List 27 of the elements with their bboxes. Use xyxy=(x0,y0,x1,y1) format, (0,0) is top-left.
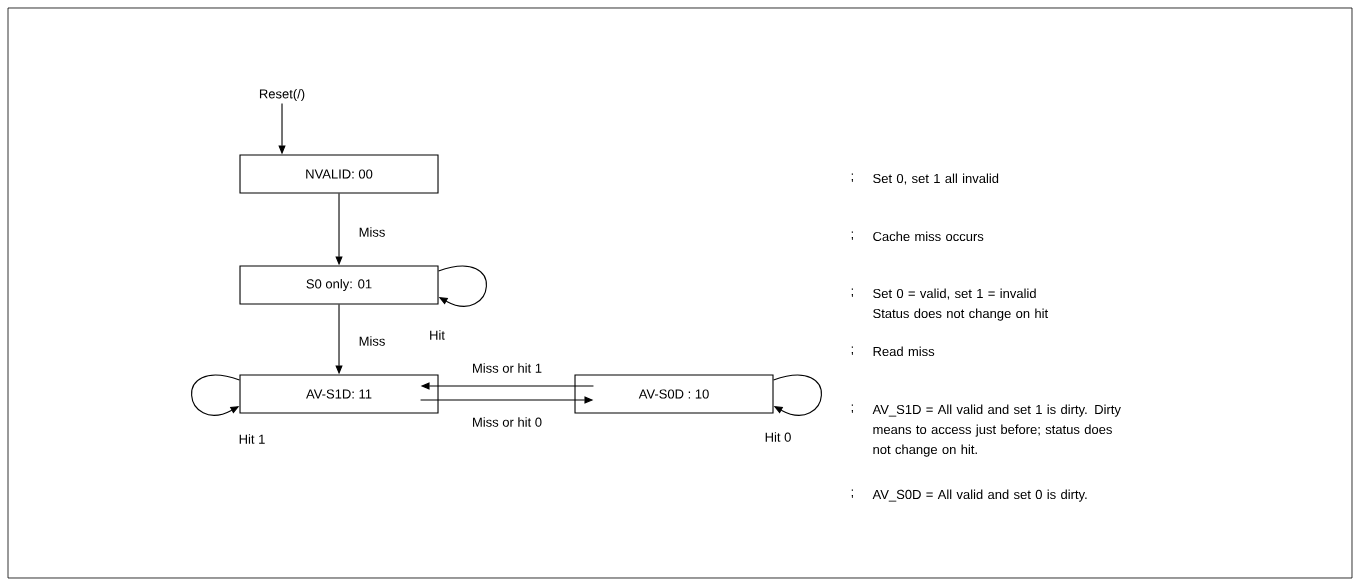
state-box: S0 only: 01 xyxy=(239,265,439,305)
arrow xyxy=(438,265,487,307)
note-text: ; xyxy=(851,231,853,241)
edge-label: Hit xyxy=(428,329,446,341)
note-text: ; xyxy=(851,404,853,414)
note-text: AV_S0D = All valid and set 0 is dirty. xyxy=(872,489,1087,502)
note-text: ; xyxy=(851,288,853,298)
arrow xyxy=(773,374,822,416)
note-text: ; xyxy=(851,346,853,356)
note-text: Set 0 = valid, set 1 = invalid Status does not change on hit xyxy=(873,288,1049,321)
start-label: Reset(/) xyxy=(259,88,305,102)
note-text: AV_S1D = All valid and set 1 is dirty. Dirty means to access just before; status does not change on hit. xyxy=(872,404,1121,457)
arrow xyxy=(191,374,240,416)
edge-label: Hit 1 xyxy=(237,433,267,445)
note-text: ; xyxy=(851,173,853,183)
state-box: AV-S1D: 11 xyxy=(239,374,439,414)
note-text: Set 0, set 1 all invalid xyxy=(873,173,999,185)
edge-label: Miss xyxy=(357,335,387,347)
edge-label: Miss xyxy=(357,226,387,238)
state-box: NVALID: 00 xyxy=(239,154,439,194)
edge-label: Hit 0 xyxy=(763,431,793,443)
note-text: Cache miss occurs xyxy=(873,231,984,242)
edge-label: Miss or hit 1 xyxy=(470,362,544,374)
note-text: Read miss xyxy=(873,346,935,357)
edge-label: Miss or hit 0 xyxy=(470,416,544,428)
state-box: AV-S0D : 10 xyxy=(574,374,774,414)
note-text: ; xyxy=(851,489,853,499)
